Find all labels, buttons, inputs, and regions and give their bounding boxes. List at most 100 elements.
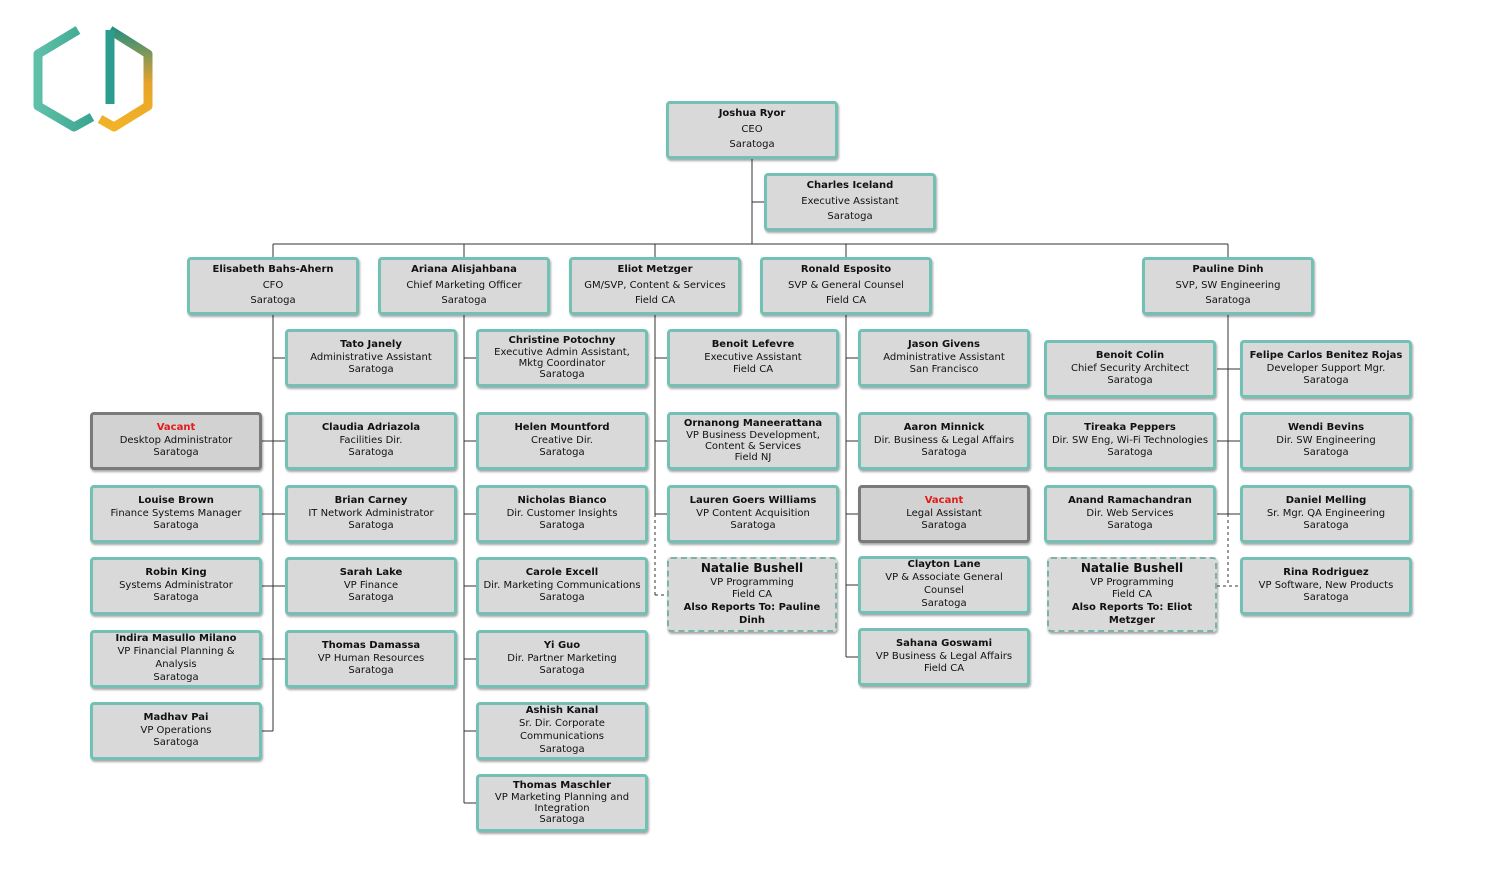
person-location: Saratoga bbox=[921, 520, 967, 532]
person-name: Pauline Dinh bbox=[1192, 263, 1264, 275]
person-title: VP Financial Planning & Analysis bbox=[117, 646, 235, 670]
person-location: Field CA bbox=[825, 295, 867, 307]
person-location: San Francisco bbox=[909, 364, 979, 376]
person-name: Indira Masullo Milano bbox=[115, 633, 237, 645]
person-title: Dir. Business & Legal Affairs bbox=[873, 434, 1015, 446]
person-location: Field CA bbox=[732, 364, 774, 376]
person-location: Saratoga bbox=[1107, 520, 1153, 532]
person-location: Saratoga bbox=[1205, 295, 1251, 307]
person-location: Saratoga bbox=[1303, 447, 1349, 459]
person-title: VP Business Development, Content & Servi… bbox=[686, 429, 820, 452]
person-location: Saratoga bbox=[250, 295, 296, 307]
person-title: Executive Admin Assistant, Mktg Coordina… bbox=[494, 346, 630, 369]
person-location: Saratoga bbox=[348, 447, 394, 459]
person-title: Dir. SW Engineering bbox=[1276, 434, 1376, 446]
person-title: VP & Associate General Counsel bbox=[885, 572, 1003, 596]
person-location: Saratoga bbox=[153, 447, 199, 459]
person-name: Aaron Minnick bbox=[903, 421, 985, 433]
person-name: Ashish Kanal bbox=[525, 705, 599, 717]
person-title: SVP, SW Engineering bbox=[1175, 279, 1281, 291]
person-name: Claudia Adriazola bbox=[321, 421, 421, 433]
person-name: Benoit Lefevre bbox=[711, 338, 795, 350]
person-location: Saratoga bbox=[539, 743, 585, 755]
person-title: Developer Support Mgr. bbox=[1266, 362, 1386, 374]
person-name: Joshua Ryor bbox=[718, 107, 786, 119]
person-location: Saratoga bbox=[348, 665, 394, 677]
person-location: Saratoga bbox=[153, 737, 199, 749]
person-title: Chief Security Architect bbox=[1070, 362, 1190, 374]
person-title: Dir. Web Services bbox=[1086, 507, 1174, 519]
person-location: Saratoga bbox=[153, 592, 199, 604]
person-title: Chief Marketing Officer bbox=[406, 279, 522, 291]
person-location: Saratoga bbox=[539, 447, 585, 459]
person-title: Dir. Marketing Communications bbox=[483, 579, 641, 591]
person-name: Tato Janely bbox=[340, 338, 402, 350]
person-title: Sr. Mgr. QA Engineering bbox=[1266, 507, 1386, 519]
person-name: Ronald Esposito bbox=[800, 263, 892, 275]
person-location: Saratoga bbox=[921, 447, 967, 459]
person-name: Nicholas Bianco bbox=[517, 494, 607, 506]
person-name: Vacant bbox=[924, 494, 964, 506]
person-title: VP Software, New Products bbox=[1258, 579, 1394, 591]
person-location: Saratoga bbox=[348, 364, 394, 376]
person-title: Facilities Dir. bbox=[339, 434, 403, 446]
hexagon-logo-icon bbox=[33, 26, 153, 132]
person-name: Thomas Maschler bbox=[512, 780, 612, 792]
person-title: VP Business & Legal Affairs bbox=[875, 650, 1013, 662]
person-name: Ornanong Maneerattana bbox=[683, 418, 823, 430]
person-location: Field CA bbox=[923, 663, 965, 675]
person-title: VP Programming bbox=[710, 576, 794, 588]
person-location: Saratoga bbox=[539, 665, 585, 677]
person-name: Sarah Lake bbox=[339, 566, 403, 578]
person-location: Field NJ bbox=[734, 452, 772, 464]
person-name: Clayton Lane bbox=[907, 559, 981, 571]
person-name: Brian Carney bbox=[334, 494, 408, 506]
person-title: Executive Assistant bbox=[801, 195, 899, 207]
person-name: Eliot Metzger bbox=[617, 263, 693, 275]
person-name: Thomas Damassa bbox=[321, 639, 421, 651]
person-title: Dir. Partner Marketing bbox=[507, 652, 617, 664]
